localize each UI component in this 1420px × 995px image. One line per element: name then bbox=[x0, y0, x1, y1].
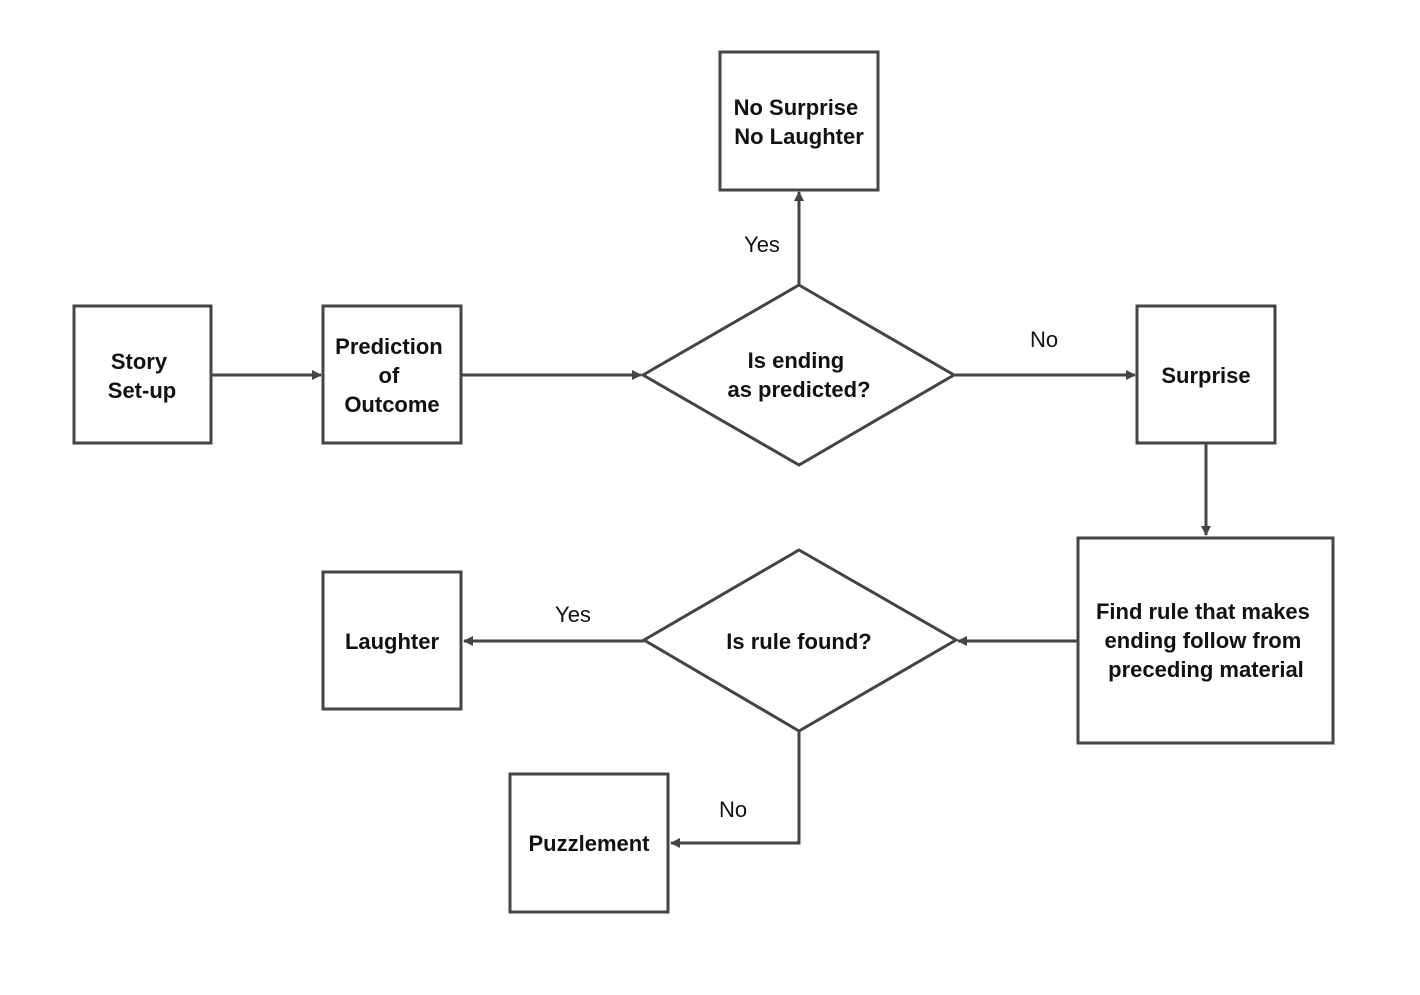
decision-rule-label: Is rule found? bbox=[726, 629, 871, 654]
node-laughter-line-1: Laughter bbox=[345, 629, 440, 654]
node-laughter-box bbox=[321, 570, 463, 711]
node-find-rule-box bbox=[1076, 536, 1335, 745]
node-story-setup-label: Story Set-up bbox=[108, 349, 176, 403]
node-no-surprise-line-1: No Surprise bbox=[734, 95, 859, 120]
node-no-surprise-line-2: No Laughter bbox=[734, 124, 864, 149]
edge-label-rule-no: No bbox=[719, 797, 747, 822]
node-find-rule-line-1: Find rule that makes bbox=[1096, 599, 1310, 624]
edge-label-ending-no: No bbox=[1030, 327, 1058, 352]
node-prediction-label: Prediction of Outcome bbox=[335, 334, 449, 417]
decision-ending-label: Is ending as predicted? bbox=[727, 348, 870, 402]
arrow-decision-to-puzzlement bbox=[670, 731, 801, 848]
node-puzzlement-line-1: Puzzlement bbox=[528, 831, 650, 856]
node-find-rule-line-2: ending follow from bbox=[1105, 628, 1302, 653]
node-laughter-label: Laughter bbox=[345, 629, 440, 654]
node-prediction-box bbox=[321, 304, 463, 445]
edge-label-ending-yes: Yes bbox=[744, 232, 780, 257]
node-story-setup-line-1: Story bbox=[111, 349, 168, 374]
node-surprise-box bbox=[1135, 304, 1277, 445]
node-story-setup-box bbox=[72, 304, 213, 445]
node-prediction-line-2: of bbox=[379, 363, 400, 388]
node-prediction-line-1: Prediction bbox=[335, 334, 443, 359]
decision-rule-line-1: Is rule found? bbox=[726, 629, 871, 654]
decision-ending-line-1: Is ending bbox=[748, 348, 845, 373]
node-puzzlement-box bbox=[508, 772, 670, 914]
node-no-surprise-box bbox=[718, 50, 880, 192]
node-story-setup-line-2: Set-up bbox=[108, 378, 176, 403]
node-surprise-line-1: Surprise bbox=[1161, 363, 1250, 388]
shapes bbox=[72, 50, 1335, 914]
decision-ending-diamond bbox=[639, 283, 957, 467]
node-prediction-line-3: Outcome bbox=[344, 392, 439, 417]
node-find-rule-label: Find rule that makes ending follow from … bbox=[1096, 599, 1316, 682]
node-no-surprise-label: No Surprise No Laughter bbox=[734, 95, 865, 149]
connectors bbox=[212, 191, 1211, 848]
edge-label-rule-yes: Yes bbox=[555, 602, 591, 627]
node-find-rule-line-3: preceding material bbox=[1108, 657, 1304, 682]
decision-ending-line-2: as predicted? bbox=[727, 377, 870, 402]
node-surprise-label: Surprise bbox=[1161, 363, 1250, 388]
node-puzzlement-label: Puzzlement bbox=[528, 831, 650, 856]
decision-rule-diamond bbox=[641, 548, 960, 733]
